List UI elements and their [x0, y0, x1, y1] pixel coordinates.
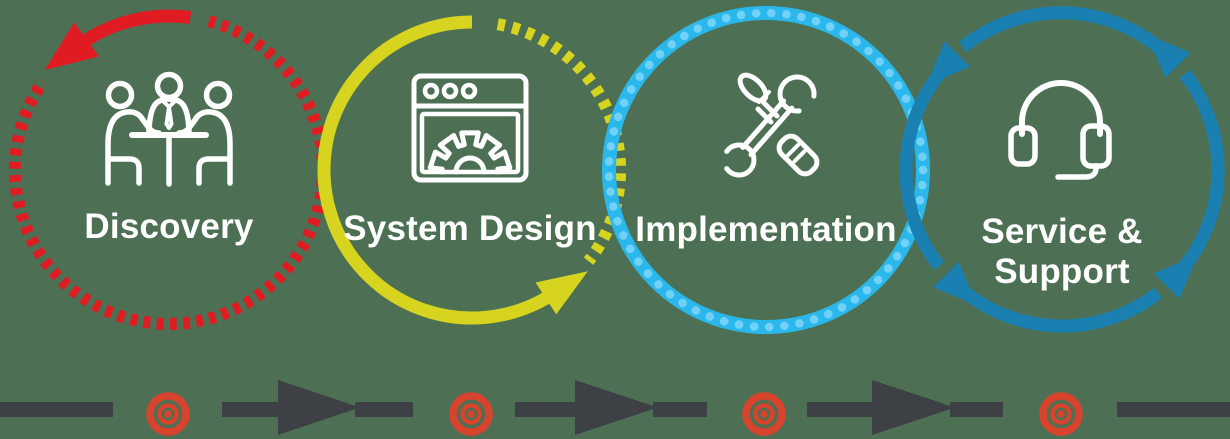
timeline-bar — [355, 402, 413, 417]
timeline-bar — [1117, 402, 1230, 417]
discovery-ring — [9, 9, 329, 330]
step-label-implementation: Implementation — [635, 210, 897, 249]
step-label-service-support: Service & Support — [981, 212, 1143, 291]
timeline-bar — [807, 402, 876, 417]
cycle-arrowhead — [933, 261, 978, 306]
timeline-arrow — [872, 380, 955, 435]
headset-icon — [1001, 64, 1121, 184]
cycle-arrowhead — [926, 41, 971, 86]
step-label-system-design: System Design — [343, 209, 597, 248]
cycle-arrowhead — [1146, 34, 1191, 79]
implementation-ring — [602, 6, 930, 334]
timeline-milestone-bullseye — [146, 392, 190, 436]
timeline-bar — [653, 402, 707, 417]
meeting-icon — [93, 60, 245, 200]
browser-gear-icon — [410, 72, 530, 184]
timeline — [0, 380, 1230, 436]
timeline-milestone-bullseye — [1039, 392, 1083, 436]
timeline-milestone-bullseye — [742, 392, 786, 436]
discovery-arrowhead — [44, 22, 99, 71]
timeline-arrow — [278, 380, 360, 435]
tools-icon — [705, 62, 829, 190]
timeline-bar — [222, 402, 282, 417]
timeline-bar — [515, 402, 579, 417]
wrench — [724, 74, 817, 178]
timeline-bar — [0, 402, 113, 417]
cycle-arrowhead — [1153, 254, 1198, 299]
system-design-arrowhead — [535, 271, 588, 315]
step-label-discovery: Discovery — [84, 207, 254, 246]
timeline-arrow — [575, 380, 658, 435]
timeline-milestone-bullseye — [449, 392, 493, 436]
system-design-ring — [317, 15, 627, 325]
timeline-bar — [950, 402, 1003, 417]
service-support-ring — [899, 6, 1225, 333]
